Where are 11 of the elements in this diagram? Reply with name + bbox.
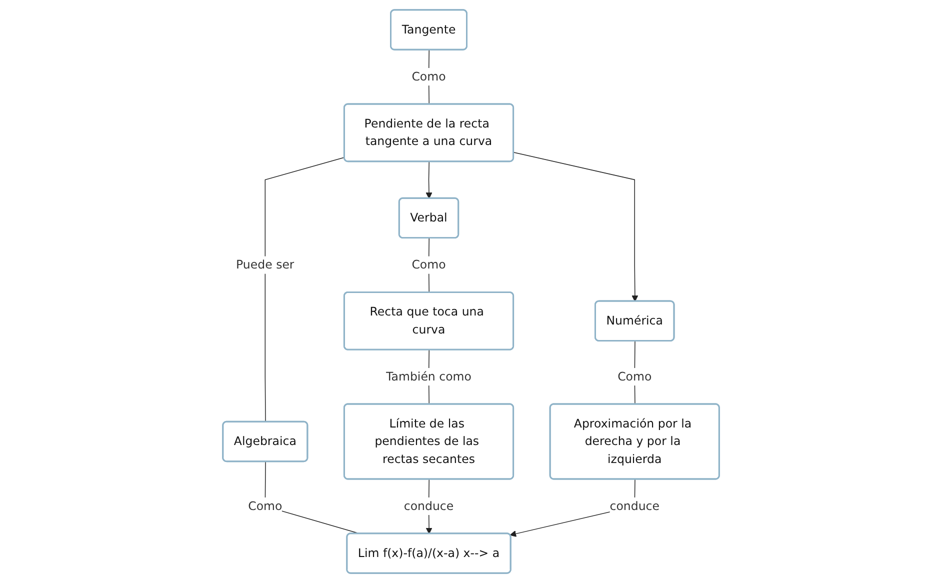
edge-label: También como [386,369,472,384]
edge-label: Puede ser [236,258,295,272]
edge-label: Como [412,69,446,84]
arrow [426,161,433,199]
arrow [514,152,639,302]
edge-label: Como [248,498,283,513]
edge-label: conduce [404,498,454,513]
edge-label: conduce [610,498,660,513]
edge-label: Como [618,369,652,384]
connector [265,157,346,422]
edge-label: Como [412,258,446,272]
